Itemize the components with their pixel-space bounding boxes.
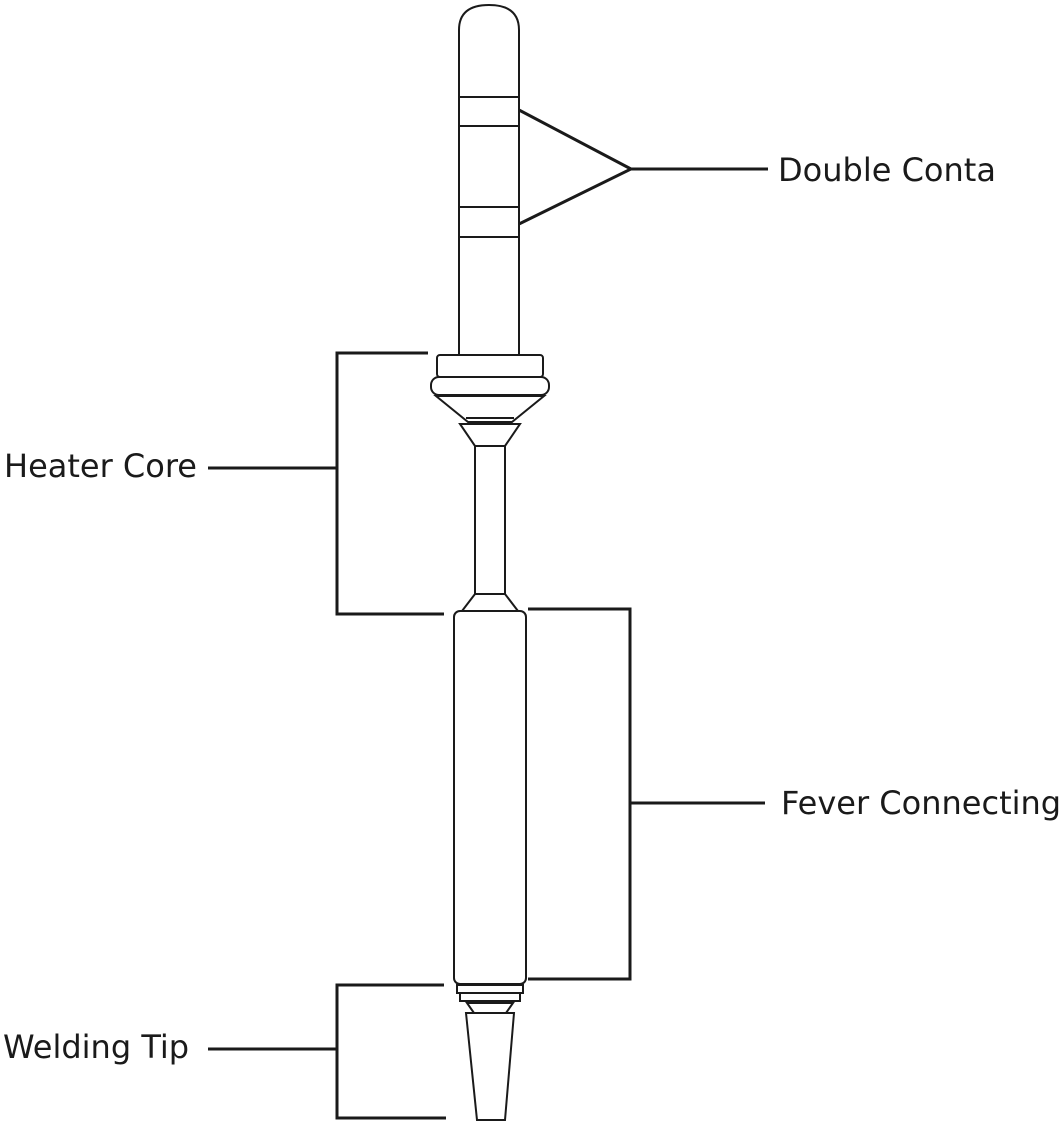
tip-coupling-ring (456, 984, 524, 994)
welding-tip-label: Welding Tip (3, 1028, 190, 1066)
double-contact-label: Double Conta (778, 151, 996, 189)
lower-tube (453, 610, 527, 985)
tip-coupling-ring (459, 992, 521, 1002)
collar-ring (430, 376, 550, 396)
rod-taper (459, 593, 521, 612)
tip-coupling-taper (465, 1002, 515, 1014)
collar-top (436, 354, 544, 378)
welding-tip-bracket (208, 983, 446, 1120)
collar-cone (433, 395, 547, 423)
collar-neck (458, 423, 522, 447)
double-contact-callout (518, 108, 768, 226)
heater-core-label: Heater Core (4, 447, 197, 485)
collar (430, 354, 550, 447)
contact-shaft (458, 3, 520, 356)
connecting-rod (474, 445, 506, 595)
heater-core-bracket (208, 351, 444, 616)
fever-connecting-bracket (528, 607, 765, 981)
fever-connecting-label: Fever Connecting (781, 784, 1062, 822)
welding-tip-body (464, 1012, 516, 1121)
